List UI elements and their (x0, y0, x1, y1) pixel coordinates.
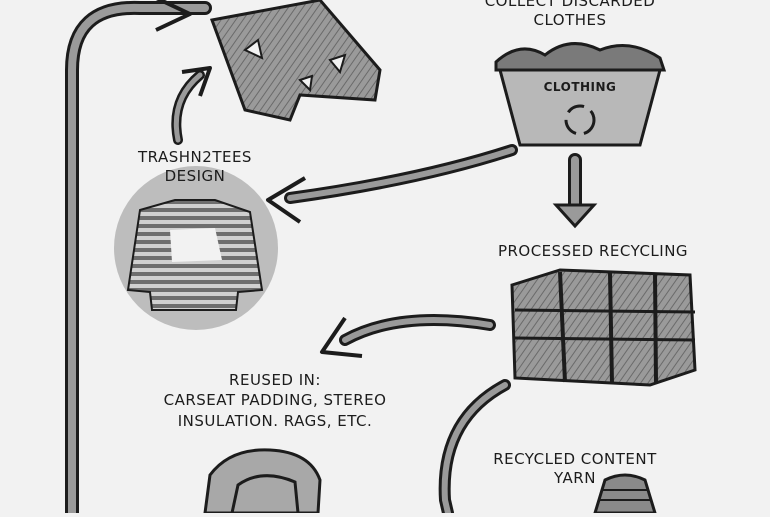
bin-label: CLOTHING (535, 80, 625, 95)
discarded-clothes-illustration (209, 0, 382, 122)
clothing-bin-illustration (494, 42, 667, 147)
label-reused-line-3: INSULATION. RAGS, ETC. (177, 411, 373, 430)
label-yarn: RECYCLED CONTENT YARN (485, 450, 665, 488)
yarn-cone-illustration (592, 473, 658, 515)
return-path-arrow-inner (68, 3, 209, 517)
design-shirt-illustration (114, 166, 278, 330)
carseat-illustration (203, 448, 322, 515)
label-collect-line-2: CLOTHES (533, 10, 607, 29)
label-processed: PROCESSED RECYCLING (488, 242, 698, 261)
processed-bale-illustration (510, 268, 697, 387)
label-collect-line-1: COLLECT DISCARDED (484, 0, 656, 10)
bin-text: CLOTHING (543, 80, 617, 94)
label-design-line-2: DESIGN (164, 166, 226, 185)
label-design-line-1: TRASHN2TEES (138, 148, 252, 166)
label-collect: COLLECT DISCARDED CLOTHES (450, 0, 690, 30)
label-reused-line-2: CARSEAT PADDING, STEREO (163, 391, 387, 410)
label-reused-line-1: REUSED IN: (229, 371, 321, 389)
label-yarn-line-1: RECYCLED CONTENT (493, 450, 657, 468)
label-processed-line-1: PROCESSED RECYCLING (497, 242, 689, 260)
label-reused: REUSED IN: CARSEAT PADDING, STEREO INSUL… (150, 370, 400, 431)
return-arrowhead (155, 0, 192, 32)
label-design: TRASHN2TEES DESIGN (120, 148, 270, 186)
label-yarn-line-2: YARN (554, 468, 596, 487)
